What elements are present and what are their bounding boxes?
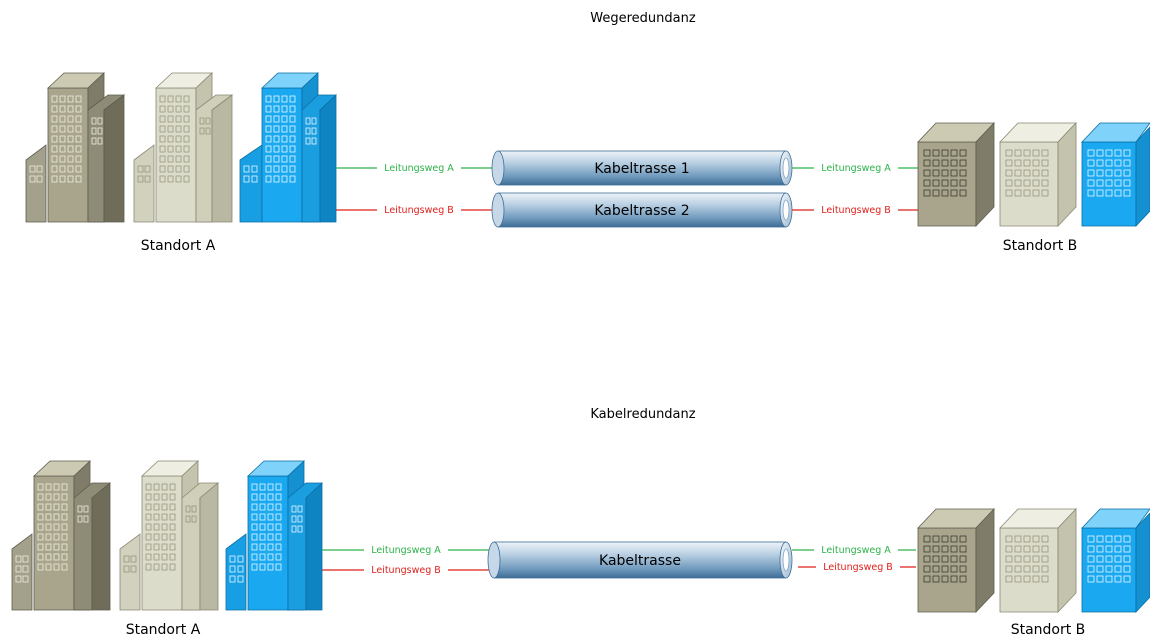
site-a-label-top: Standort A xyxy=(141,238,216,254)
path-a-label-right-bottom: Leitungsweg A xyxy=(821,545,891,556)
bottom-diagram: Kabelredundanz xyxy=(11,407,1150,638)
left-connections-bottom: Leitungsweg A Leitungsweg B xyxy=(322,544,490,576)
cable-tray-pipe-icon: Kabeltrasse 1 xyxy=(491,150,793,186)
path-a-label-left-top: Leitungsweg A xyxy=(384,163,454,174)
site-b-label-top: Standort B xyxy=(1003,238,1078,254)
site-b-buildings-bottom xyxy=(917,507,1150,614)
path-a-label-right-top: Leitungsweg A xyxy=(821,163,891,174)
office-building-icon xyxy=(999,507,1077,614)
path-b-label-left-top: Leitungsweg B xyxy=(384,205,454,216)
site-a-buildings-top xyxy=(25,72,338,223)
site-a-buildings-bottom xyxy=(11,460,324,611)
cable-tray-pipe-icon: Kabeltrasse 2 xyxy=(491,192,793,228)
office-building-icon xyxy=(917,507,995,614)
path-b-label-right-top: Leitungsweg B xyxy=(821,205,891,216)
office-building-icon xyxy=(1081,508,1150,614)
top-diagram: Wegeredundanz xyxy=(25,11,1150,254)
site-a-label-bottom: Standort A xyxy=(126,622,201,638)
office-building-icon xyxy=(999,121,1077,228)
tray-1-label: Kabeltrasse 1 xyxy=(594,161,689,177)
site-b-label-bottom: Standort B xyxy=(1011,622,1086,638)
path-b-label-right-bottom: Leitungsweg B xyxy=(823,562,893,573)
right-connections-bottom: Leitungsweg A Leitungsweg B xyxy=(792,544,916,573)
office-building-icon xyxy=(25,72,126,223)
site-b-buildings-top xyxy=(917,121,1150,228)
path-b-label-left-bottom: Leitungsweg B xyxy=(371,565,441,576)
left-connections-top: Leitungsweg A Leitungsweg B xyxy=(336,162,496,216)
office-building-icon xyxy=(11,460,112,611)
office-building-icon xyxy=(225,460,324,611)
office-building-icon xyxy=(133,72,234,223)
office-building-icon xyxy=(917,121,995,228)
office-building-icon xyxy=(119,460,220,611)
cable-tray-pipe-icon: Kabeltrasse xyxy=(487,541,793,579)
top-title: Wegeredundanz xyxy=(590,11,696,26)
path-a-label-left-bottom: Leitungsweg A xyxy=(371,545,441,556)
office-building-icon xyxy=(239,72,338,223)
right-connections-top: Leitungsweg A Leitungsweg B xyxy=(792,162,918,216)
bottom-title: Kabelredundanz xyxy=(590,407,695,422)
office-building-icon xyxy=(1081,122,1150,228)
tray-2-label: Kabeltrasse 2 xyxy=(594,203,689,219)
tray-label: Kabeltrasse xyxy=(599,553,681,569)
